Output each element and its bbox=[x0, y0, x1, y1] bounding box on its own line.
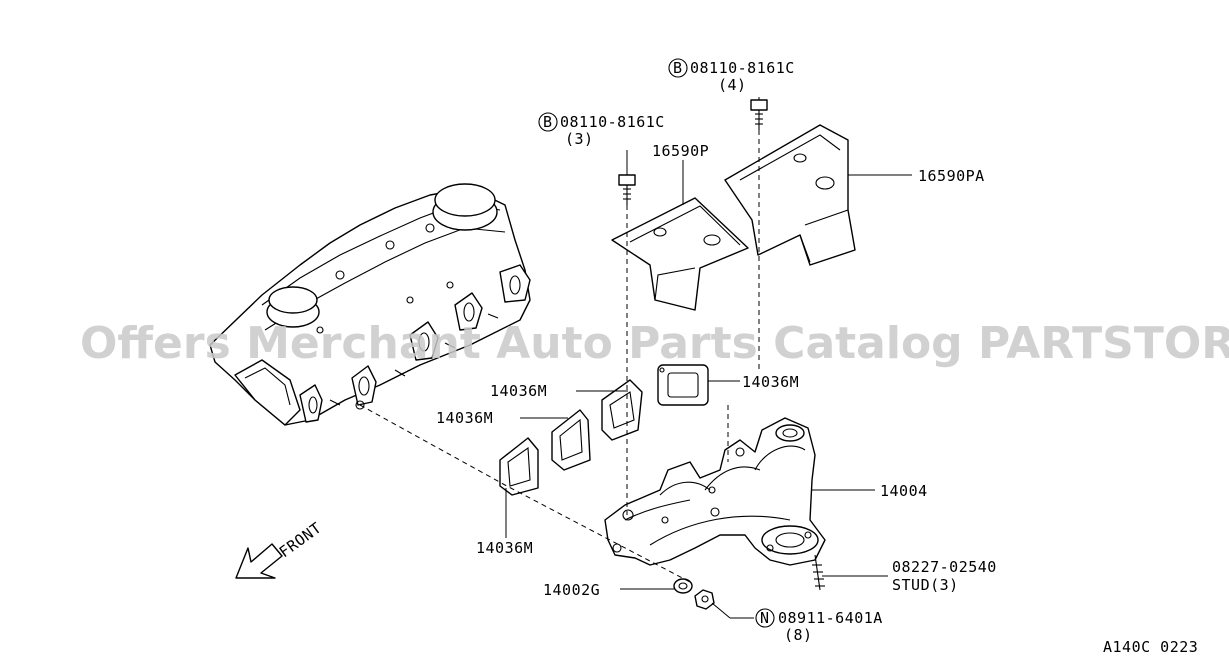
bolt-b-3 bbox=[618, 174, 636, 205]
svg-text:N: N bbox=[760, 609, 770, 627]
svg-text:08110-8161C: 08110-8161C bbox=[690, 59, 795, 77]
diagram-code: A140C 0223 bbox=[1103, 638, 1198, 656]
label-heat-shield-front: 16590P bbox=[652, 142, 709, 160]
label-manifold: 14004 bbox=[880, 482, 928, 500]
label-stud: 08227-02540 STUD(3) bbox=[892, 558, 997, 594]
heat-shield-rear bbox=[724, 124, 856, 266]
svg-text:B: B bbox=[543, 113, 553, 131]
label-gasket-4: 14036M bbox=[742, 373, 799, 391]
cylinder-head bbox=[209, 183, 531, 426]
bolt-b-4 bbox=[750, 99, 768, 130]
badge-b-icon bbox=[538, 112, 558, 132]
label-nut-n: N 08911-6401A (8) bbox=[755, 608, 883, 644]
gasket-4 bbox=[657, 364, 709, 406]
stud bbox=[812, 554, 825, 591]
exhaust-manifold bbox=[604, 417, 826, 566]
heat-shield-front bbox=[611, 197, 749, 311]
gasket-1 bbox=[499, 437, 539, 496]
gasket-2 bbox=[551, 409, 591, 471]
label-washer: 14002G bbox=[543, 581, 600, 599]
label-heat-shield-rear: 16590PA bbox=[918, 167, 985, 185]
nut bbox=[694, 589, 715, 610]
svg-text:B: B bbox=[673, 59, 683, 77]
watermark-text: Offers Merchant Auto Parts Catalog PARTS… bbox=[80, 318, 1229, 369]
badge-b-icon bbox=[668, 58, 688, 78]
svg-text:(3): (3) bbox=[565, 130, 594, 148]
label-bolt-b-3: B 08110-8161C (3) bbox=[538, 112, 665, 148]
gasket-3 bbox=[601, 379, 643, 441]
svg-text:08911-6401A: 08911-6401A bbox=[778, 609, 883, 627]
badge-n-icon bbox=[755, 608, 775, 628]
svg-text:08227-02540: 08227-02540 bbox=[892, 558, 997, 576]
svg-text:(8): (8) bbox=[784, 626, 813, 644]
label-gasket-1: 14036M bbox=[476, 539, 533, 557]
front-arrow: FRONT bbox=[235, 519, 325, 579]
svg-text:08110-8161C: 08110-8161C bbox=[560, 113, 665, 131]
label-gasket-2: 14036M bbox=[436, 409, 493, 427]
front-arrow-icon bbox=[235, 543, 283, 579]
svg-text:STUD(3): STUD(3) bbox=[892, 576, 959, 594]
svg-text:FRONT: FRONT bbox=[276, 519, 325, 562]
label-bolt-b-4: B 08110-8161C (4) bbox=[668, 58, 795, 94]
washer bbox=[673, 578, 693, 594]
svg-text:(4): (4) bbox=[718, 76, 747, 94]
label-gasket-3: 14036M bbox=[490, 382, 547, 400]
